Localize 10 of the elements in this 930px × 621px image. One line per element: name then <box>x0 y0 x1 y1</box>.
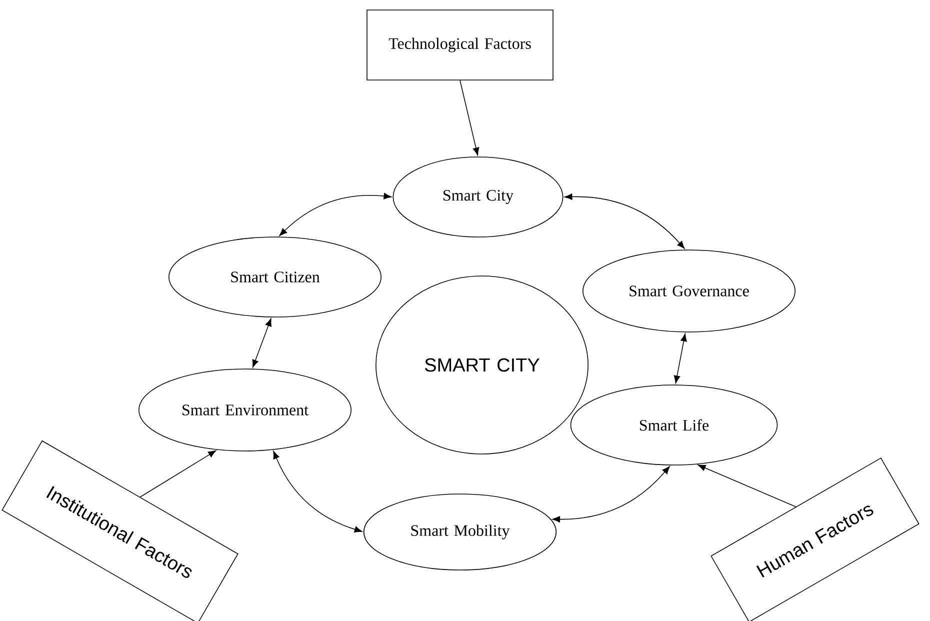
arrow <box>252 318 272 368</box>
arrow <box>273 451 362 532</box>
factor-box: Technological Factors <box>366 10 554 80</box>
arrow <box>698 464 796 508</box>
arrow <box>552 466 670 522</box>
arrow <box>279 192 392 236</box>
arrow <box>460 80 480 156</box>
arrow <box>140 450 216 498</box>
arrow <box>674 334 687 384</box>
arrow <box>564 194 685 249</box>
